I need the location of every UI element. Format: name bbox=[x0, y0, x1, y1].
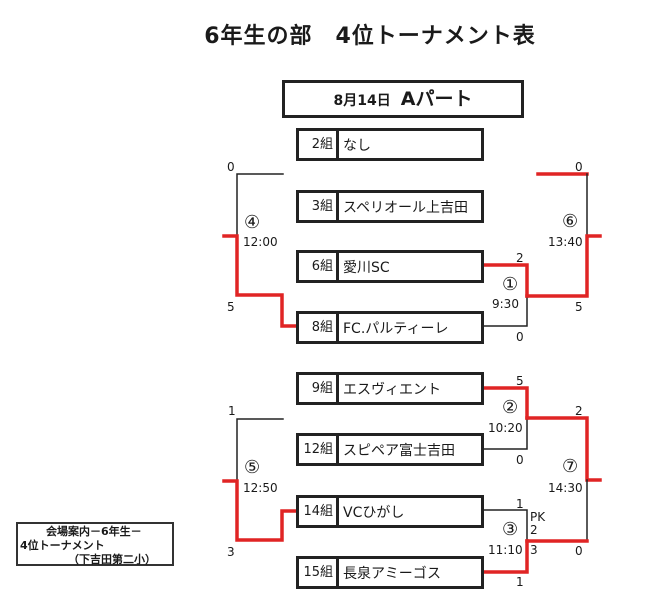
team-box: 8組 FC.パルティーレ bbox=[296, 311, 484, 344]
m6-time: 13:40 bbox=[548, 235, 583, 249]
m1-winner-line bbox=[480, 263, 529, 298]
team-box: 2組 なし bbox=[296, 128, 484, 161]
m3-winner-line bbox=[480, 539, 529, 574]
m1-score-bottom: 0 bbox=[516, 330, 524, 344]
m2-time: 10:20 bbox=[488, 421, 523, 435]
team-group: 8組 bbox=[299, 314, 339, 341]
m3-pk-label: PK bbox=[530, 510, 546, 524]
team-box: 12組 スピペア富士吉田 bbox=[296, 433, 484, 466]
m3-pk-bottom: 3 bbox=[530, 543, 538, 557]
team-name: FC.パルティーレ bbox=[343, 320, 449, 337]
team-group: 3組 bbox=[299, 193, 339, 220]
m6-number: ⑥ bbox=[562, 211, 579, 232]
m4-time: 12:00 bbox=[243, 235, 278, 249]
m4-number: ④ bbox=[244, 212, 261, 233]
team-box: 3組 スペリオール上吉田 bbox=[296, 190, 484, 223]
caption-line-3: （下吉田第二小） bbox=[68, 553, 156, 566]
header-date: 8月14日 bbox=[333, 93, 391, 109]
m1-number: ① bbox=[502, 274, 519, 295]
m2-number: ② bbox=[502, 397, 519, 418]
team-group: 14組 bbox=[299, 498, 339, 525]
m7-number: ⑦ bbox=[562, 456, 579, 477]
m5-score-bottom: 3 bbox=[227, 545, 235, 559]
team-group: 12組 bbox=[299, 436, 339, 463]
team-box: 9組 エスヴィエント bbox=[296, 372, 484, 405]
date-part-header: 8月14日 Aパート bbox=[282, 80, 524, 118]
m5-score-top: 1 bbox=[228, 404, 236, 418]
caption-line-2: 4位トーナメント bbox=[20, 539, 105, 552]
m1-time: 9:30 bbox=[492, 297, 519, 311]
m1-bottom-line bbox=[481, 295, 528, 327]
header-part: Aパート bbox=[400, 88, 473, 110]
team-group: 2組 bbox=[299, 131, 339, 158]
team-name: VCひがし bbox=[343, 504, 405, 521]
m5-winner-line bbox=[222, 479, 298, 542]
m6-score-top: 0 bbox=[575, 160, 583, 174]
team-box: 14組 VCひがし bbox=[296, 495, 484, 528]
m2-score-top: 5 bbox=[516, 374, 524, 388]
team-box: 6組 愛川SC bbox=[296, 250, 484, 283]
team-name: 長泉アミーゴス bbox=[343, 565, 441, 582]
m3-score-bottom: 1 bbox=[516, 575, 524, 589]
team-name: なし bbox=[343, 137, 371, 154]
m4-score-bottom: 5 bbox=[227, 300, 235, 314]
m7-score-bottom: 0 bbox=[575, 544, 583, 558]
m7-time: 14:30 bbox=[548, 481, 583, 495]
venue-caption: 会場案内－6年生－ 4位トーナメント （下吉田第二小） bbox=[16, 522, 174, 566]
m1-score-top: 2 bbox=[516, 251, 524, 265]
m4-winner-line bbox=[222, 234, 298, 328]
m3-score-top: 1 bbox=[516, 497, 524, 511]
m4-top-line bbox=[236, 173, 284, 237]
m2-bottom-line bbox=[481, 417, 528, 450]
m3-number: ③ bbox=[502, 519, 519, 540]
m2-score-bottom: 0 bbox=[516, 453, 524, 467]
m6-score-bottom: 5 bbox=[575, 300, 583, 314]
team-group: 15組 bbox=[299, 559, 339, 586]
team-name: エスヴィエント bbox=[343, 381, 441, 398]
team-group: 9組 bbox=[299, 375, 339, 402]
m6-winner-line bbox=[525, 234, 602, 298]
team-group: 6組 bbox=[299, 253, 339, 280]
m7-winner-line bbox=[525, 416, 602, 482]
page-title: 6年生の部 4位トーナメント表 bbox=[204, 24, 536, 49]
caption-line-1: 会場案内－6年生－ bbox=[46, 525, 142, 538]
m5-number: ⑤ bbox=[244, 457, 261, 478]
team-name: スペリオール上吉田 bbox=[343, 199, 469, 216]
m4-score-top: 0 bbox=[227, 160, 235, 174]
team-name: スピペア富士吉田 bbox=[343, 442, 455, 459]
m5-top-line bbox=[236, 418, 284, 482]
m7-score-top: 2 bbox=[575, 404, 583, 418]
m3-time: 11:10 bbox=[488, 543, 523, 557]
m3-pk-top: 2 bbox=[530, 523, 538, 537]
team-box: 15組 長泉アミーゴス bbox=[296, 556, 484, 589]
m2-winner-line bbox=[480, 386, 529, 420]
m5-time: 12:50 bbox=[243, 481, 278, 495]
team-name: 愛川SC bbox=[343, 259, 390, 276]
m3-top-line bbox=[481, 509, 528, 542]
